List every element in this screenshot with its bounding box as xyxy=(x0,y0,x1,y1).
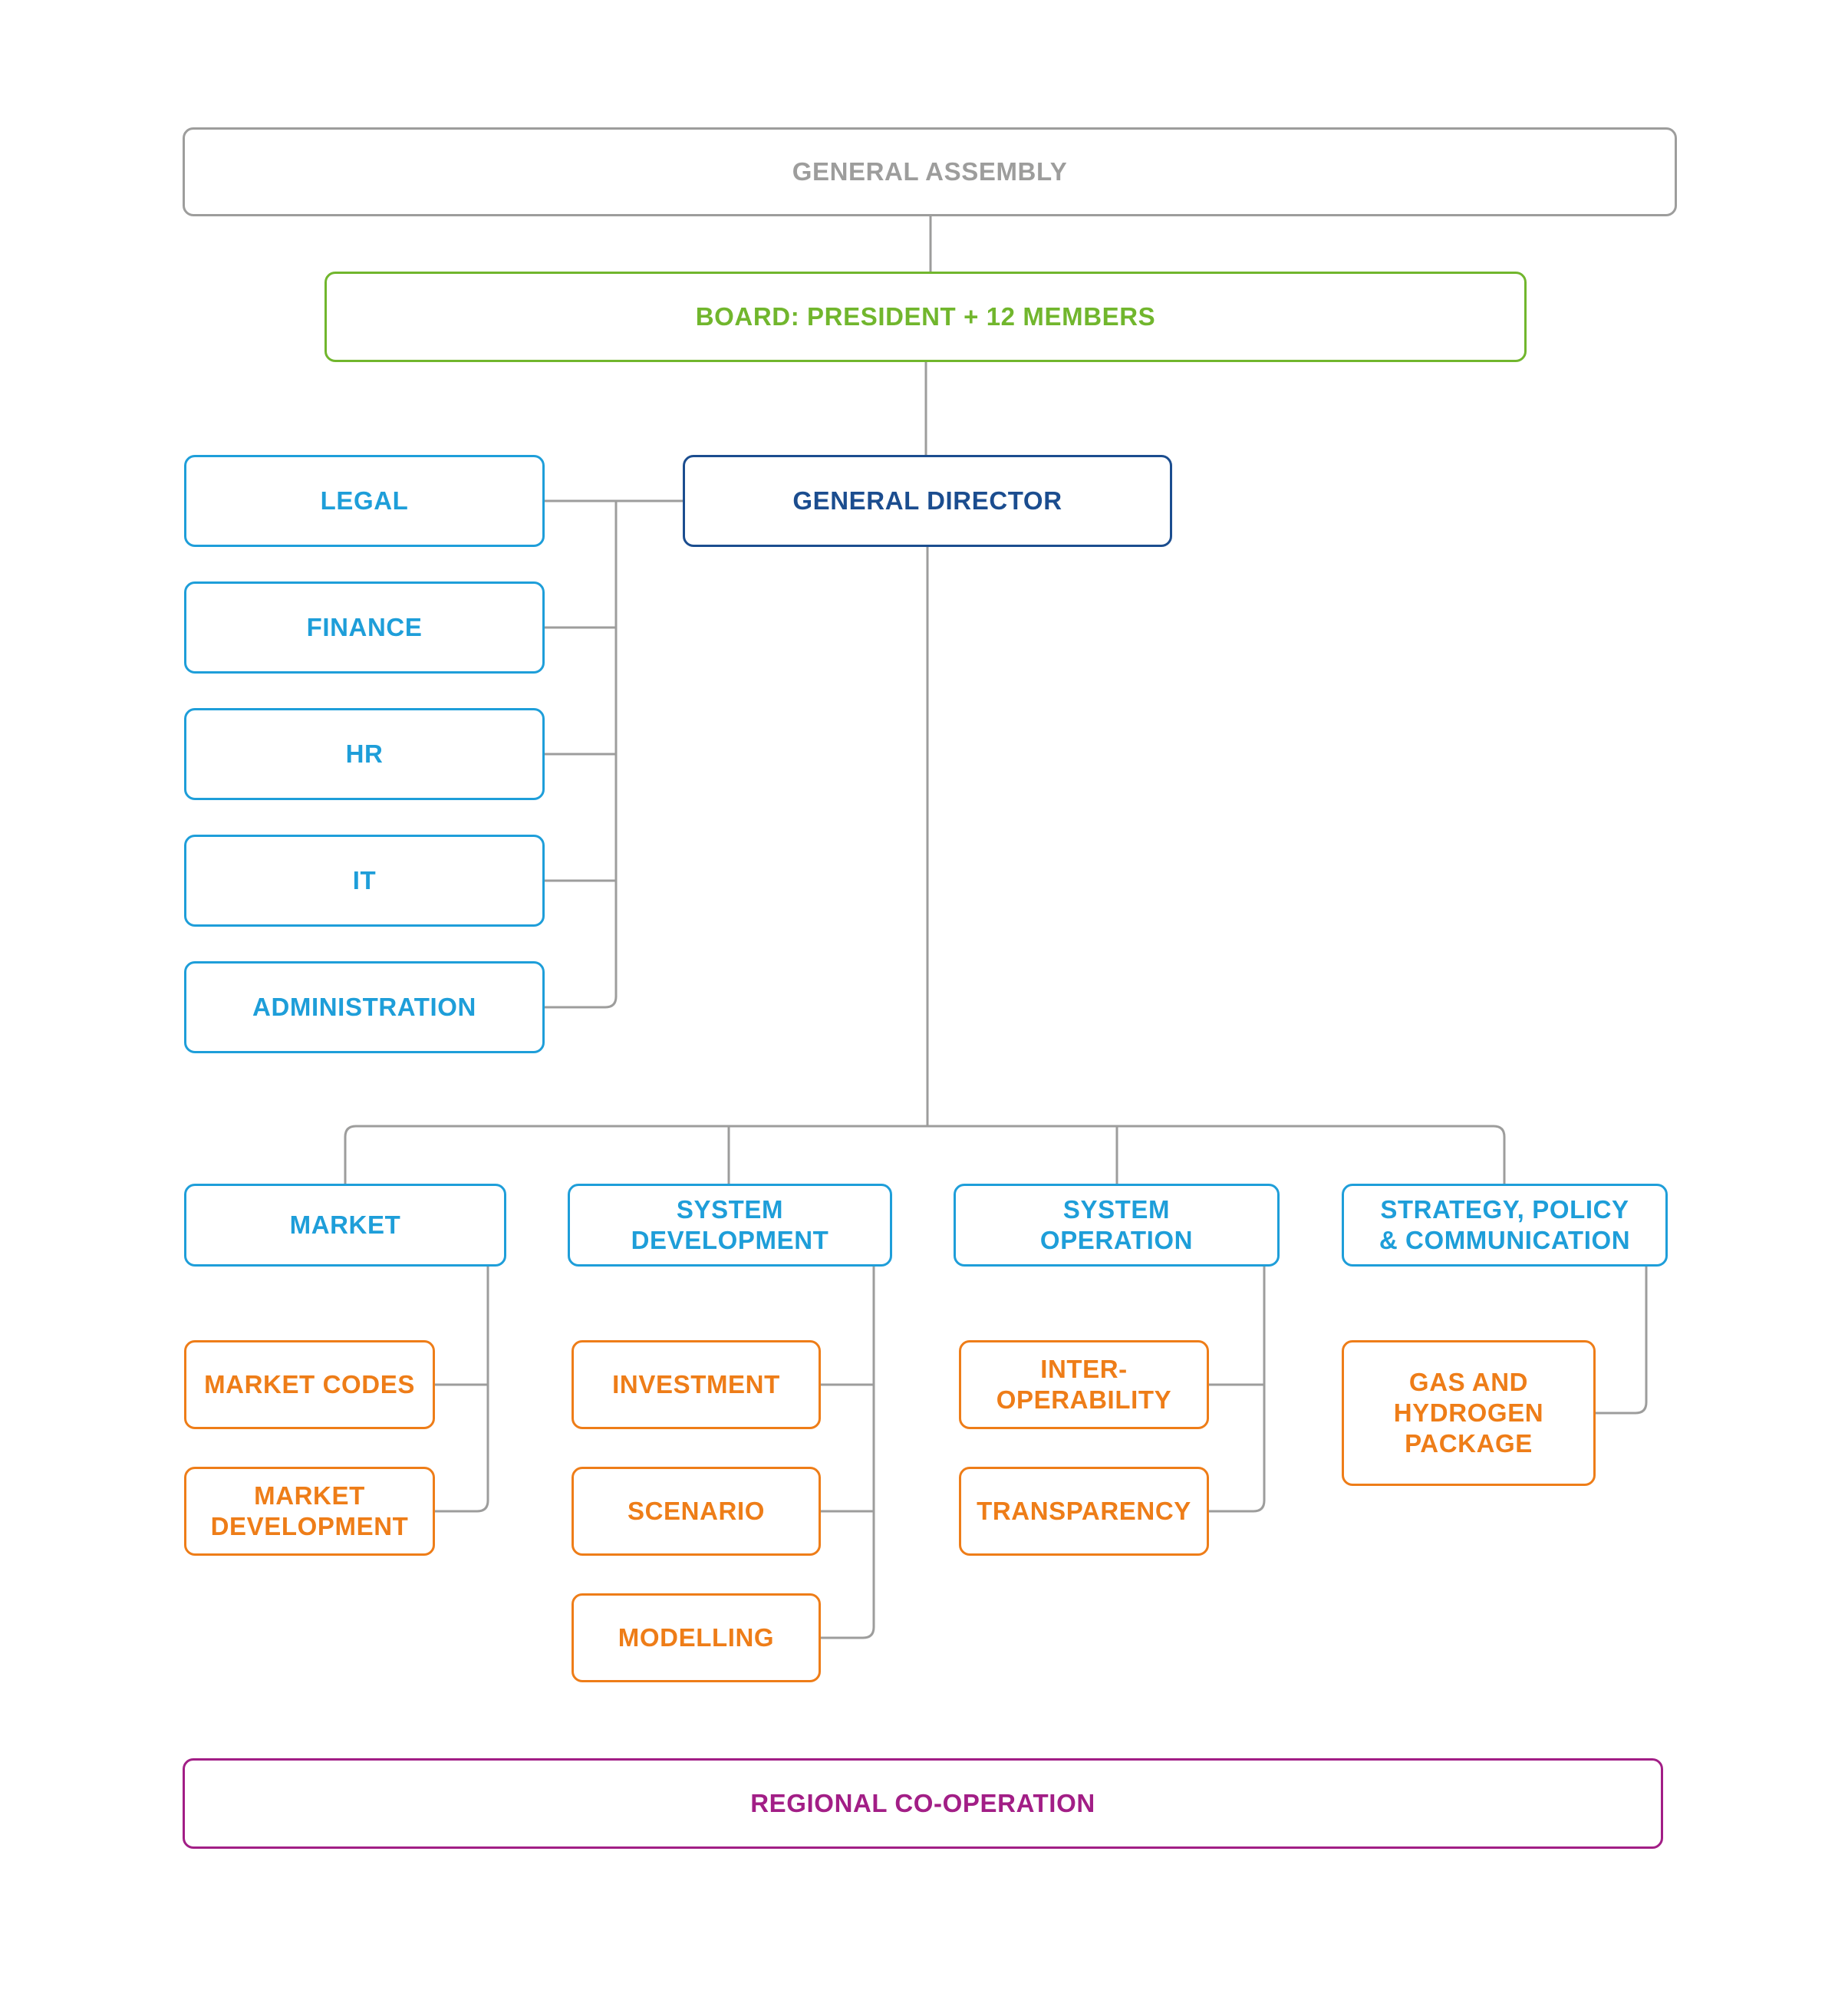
node-interoperability: INTER- OPERABILITY xyxy=(959,1340,1209,1429)
node-gas-hydrogen-package: GAS AND HYDROGEN PACKAGE xyxy=(1342,1340,1596,1486)
node-market-label: MARKET xyxy=(289,1210,401,1239)
node-gas-hydrogen-package-label: GAS AND HYDROGEN PACKAGE xyxy=(1393,1367,1544,1458)
node-general-assembly-label: GENERAL ASSEMBLY xyxy=(792,156,1068,186)
node-scenario: SCENARIO xyxy=(572,1467,821,1556)
node-finance-label: FINANCE xyxy=(306,612,423,641)
node-scenario-label: SCENARIO xyxy=(628,1496,765,1525)
node-it-label: IT xyxy=(352,865,377,894)
line-left-trunk xyxy=(545,501,618,1009)
node-market-development-label: MARKET DEVELOPMENT xyxy=(210,1481,409,1540)
node-strategy-policy-communication-label: STRATEGY, POLICY & COMMUNICATION xyxy=(1379,1194,1631,1254)
node-administration-label: ADMINISTRATION xyxy=(252,992,476,1021)
line-sysop-trunk xyxy=(1209,1267,1266,1513)
node-system-operation: SYSTEM OPERATION xyxy=(954,1184,1280,1267)
node-it: IT xyxy=(184,835,545,927)
node-market: MARKET xyxy=(184,1184,506,1267)
node-hr: HR xyxy=(184,708,545,800)
node-regional-cooperation: REGIONAL CO-OPERATION xyxy=(183,1758,1663,1849)
node-investment: INVESTMENT xyxy=(572,1340,821,1429)
node-general-director: GENERAL DIRECTOR xyxy=(683,455,1172,547)
node-market-development: MARKET DEVELOPMENT xyxy=(184,1467,435,1556)
node-transparency: TRANSPARENCY xyxy=(959,1467,1209,1556)
node-system-development-label: SYSTEM DEVELOPMENT xyxy=(631,1194,829,1254)
node-hr-label: HR xyxy=(345,739,384,768)
node-board: BOARD: PRESIDENT + 12 MEMBERS xyxy=(324,272,1527,362)
node-system-development: SYSTEM DEVELOPMENT xyxy=(568,1184,892,1267)
node-board-label: BOARD: PRESIDENT + 12 MEMBERS xyxy=(695,301,1156,331)
node-general-director-label: GENERAL DIRECTOR xyxy=(792,486,1062,515)
node-administration: ADMINISTRATION xyxy=(184,961,545,1053)
node-market-codes-label: MARKET CODES xyxy=(204,1369,415,1398)
node-legal: LEGAL xyxy=(184,455,545,547)
node-interoperability-label: INTER- OPERABILITY xyxy=(996,1354,1172,1414)
node-system-operation-label: SYSTEM OPERATION xyxy=(1039,1194,1194,1254)
line-distributor xyxy=(344,1125,1506,1184)
node-market-codes: MARKET CODES xyxy=(184,1340,435,1429)
node-general-assembly: GENERAL ASSEMBLY xyxy=(183,127,1677,216)
node-transparency-label: TRANSPARENCY xyxy=(977,1496,1191,1525)
node-strategy-policy-communication: STRATEGY, POLICY & COMMUNICATION xyxy=(1342,1184,1668,1267)
node-finance: FINANCE xyxy=(184,581,545,674)
node-modelling: MODELLING xyxy=(572,1593,821,1682)
line-sysdev-trunk xyxy=(821,1267,875,1639)
node-legal-label: LEGAL xyxy=(320,486,409,515)
node-modelling-label: MODELLING xyxy=(618,1622,775,1652)
node-investment-label: INVESTMENT xyxy=(612,1369,780,1398)
line-strategy-trunk xyxy=(1596,1267,1648,1415)
node-regional-cooperation-label: REGIONAL CO-OPERATION xyxy=(750,1788,1095,1817)
line-market-trunk xyxy=(435,1267,489,1513)
